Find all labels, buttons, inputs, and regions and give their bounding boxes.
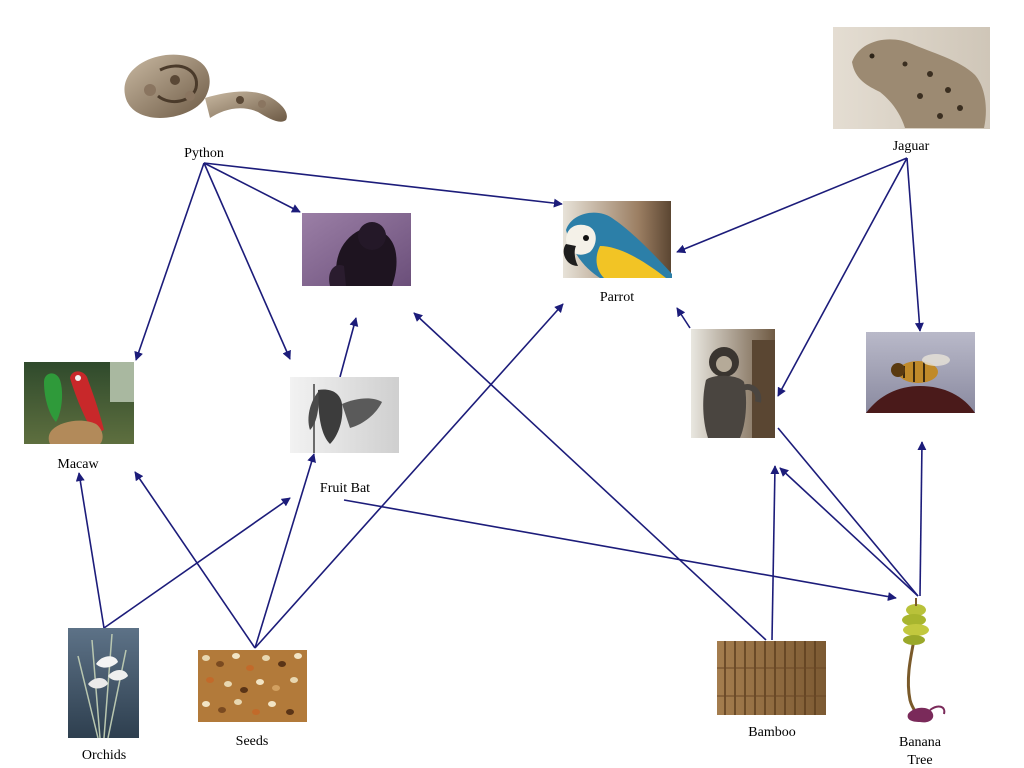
node-orchids: Orchids bbox=[68, 628, 139, 763]
node-gibbon bbox=[691, 329, 775, 438]
node-chimpanzee bbox=[302, 213, 411, 286]
arrow-python-to-chimpanzee bbox=[203, 162, 301, 213]
arrows bbox=[75, 157, 927, 649]
fruit-bat-picture bbox=[290, 377, 399, 453]
jaguar-picture bbox=[833, 27, 990, 129]
arrow-gibbon-to-parrot bbox=[676, 307, 691, 329]
node-jaguar: Jaguar bbox=[833, 27, 990, 154]
arrow-fruit-bat-to-chimpanzee bbox=[339, 317, 359, 378]
banana-tree-picture bbox=[902, 598, 946, 723]
orchid-picture bbox=[68, 628, 139, 739]
arrow-seeds-to-fruit-bat bbox=[254, 453, 316, 649]
node-parrot: Parrot bbox=[563, 201, 672, 305]
node-banana-tree: Banana Tree bbox=[899, 598, 946, 768]
node-macaw: Macaw bbox=[24, 362, 134, 472]
arrow-banana-tree-to-gibbon-2 bbox=[777, 427, 919, 597]
arrow-jaguar-to-bee bbox=[906, 157, 924, 332]
banana-tree-label-line2: Tree bbox=[907, 753, 932, 768]
parrot-label: Parrot bbox=[600, 290, 634, 305]
arrow-seeds-to-macaw bbox=[134, 471, 256, 649]
node-python: Python bbox=[124, 54, 287, 161]
python-label: Python bbox=[184, 146, 224, 161]
node-bee bbox=[866, 332, 975, 413]
parrot-picture bbox=[563, 201, 672, 278]
arrow-orchids-to-macaw bbox=[75, 472, 105, 629]
node-seeds: Seeds bbox=[198, 650, 307, 749]
arrow-jaguar-to-gibbon bbox=[777, 157, 908, 397]
arrow-banana-tree-to-bee bbox=[917, 441, 927, 597]
gibbon-picture bbox=[691, 329, 775, 438]
bamboo-picture bbox=[717, 641, 826, 715]
chimpanzee-picture bbox=[302, 213, 411, 286]
macaw-label: Macaw bbox=[57, 457, 99, 472]
bamboo-label: Bamboo bbox=[748, 725, 795, 740]
banana-tree-label-line1: Banana bbox=[899, 735, 942, 750]
node-fruit-bat: Fruit Bat bbox=[290, 377, 399, 496]
arrow-jaguar-to-parrot bbox=[676, 157, 908, 254]
node-bamboo: Bamboo bbox=[717, 641, 826, 740]
arrow-banana-tree-to-gibbon bbox=[779, 467, 919, 597]
arrow-python-to-fruit-bat bbox=[203, 162, 291, 360]
seeds-label: Seeds bbox=[236, 734, 269, 749]
arrow-seeds-to-parrot bbox=[254, 303, 564, 649]
fruit-bat-label: Fruit Bat bbox=[320, 481, 370, 496]
orchids-label: Orchids bbox=[82, 748, 126, 763]
bee-on-flower-picture bbox=[866, 332, 975, 413]
jaguar-label: Jaguar bbox=[893, 139, 930, 154]
macaw-picture bbox=[24, 362, 134, 444]
python-snake-picture bbox=[124, 54, 287, 122]
arrow-python-to-parrot bbox=[203, 162, 563, 208]
seeds-picture bbox=[198, 650, 307, 722]
arrow-bamboo-to-gibbon bbox=[770, 465, 780, 641]
arrow-python-to-macaw bbox=[134, 162, 205, 361]
arrow-bamboo-to-chimpanzee bbox=[413, 312, 767, 641]
arrow-fruit-bat-to-banana-tree bbox=[343, 499, 897, 602]
